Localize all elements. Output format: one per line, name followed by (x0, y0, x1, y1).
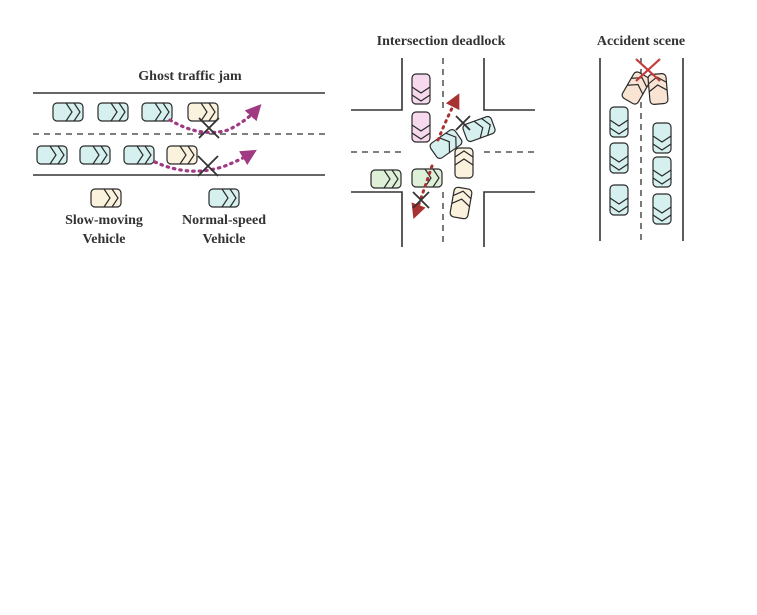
intersection-deadlock-panel: Intersection deadlock (351, 34, 535, 247)
normal-car (36, 145, 68, 165)
blocked-x-icon-upper (198, 117, 220, 139)
normal-car (609, 106, 629, 138)
pink-car (411, 111, 431, 143)
intersection-cars (370, 73, 496, 220)
slow-car (454, 147, 474, 179)
slow-car (449, 186, 473, 220)
turn-path-north (436, 93, 460, 142)
green-car (370, 169, 402, 189)
slow-car (187, 102, 219, 122)
intersection-corner-top-right (483, 58, 535, 111)
legend-normal-car-icon (208, 188, 240, 208)
slow-car (166, 145, 198, 165)
blocked-x-icon-lower (197, 155, 219, 177)
crashed-car (621, 71, 651, 105)
legend-slow-car-icon (90, 188, 122, 208)
normal-car (652, 193, 672, 225)
normal-car (123, 145, 155, 165)
legend-slow-label-line1: Slow-moving (65, 213, 143, 228)
blocked-x-icon-south (412, 191, 430, 209)
intersection-corner-top-left (351, 58, 403, 111)
accident-scene-panel: Accident scene (597, 34, 685, 241)
intersection-deadlock-title: Intersection deadlock (377, 34, 506, 49)
ghost-lane-cars (36, 102, 219, 165)
normal-car (79, 145, 111, 165)
normal-car (52, 102, 84, 122)
normal-car (97, 102, 129, 122)
normal-car (462, 115, 496, 143)
legend-normal-label-line1: Normal-speed (182, 213, 266, 228)
intersection-corner-bottom-right (483, 191, 535, 247)
normal-car (652, 156, 672, 188)
normal-car (141, 102, 173, 122)
legend-normal-label-line2: Vehicle (202, 232, 245, 247)
normal-car (652, 122, 672, 154)
accident-scene-title: Accident scene (597, 34, 685, 49)
accident-lane-cars (609, 71, 672, 225)
crash-x-icon (635, 58, 661, 82)
legend-slow-label-line2: Vehicle (82, 232, 125, 247)
normal-car (609, 142, 629, 174)
normal-car (429, 128, 463, 160)
lane-change-path-lower (153, 149, 257, 173)
ghost-traffic-jam-title: Ghost traffic jam (138, 69, 242, 84)
blocked-x-icon-north (455, 115, 471, 131)
pink-car (411, 73, 431, 105)
lane-change-path-upper (168, 104, 262, 134)
turn-path-south (411, 164, 434, 220)
ghost-traffic-jam-panel: Ghost traffic jam Slow-moving Vehicle No… (33, 69, 325, 247)
legend-car-icons (90, 188, 240, 208)
intersection-corner-bottom-left (351, 191, 403, 247)
normal-car (609, 184, 629, 216)
